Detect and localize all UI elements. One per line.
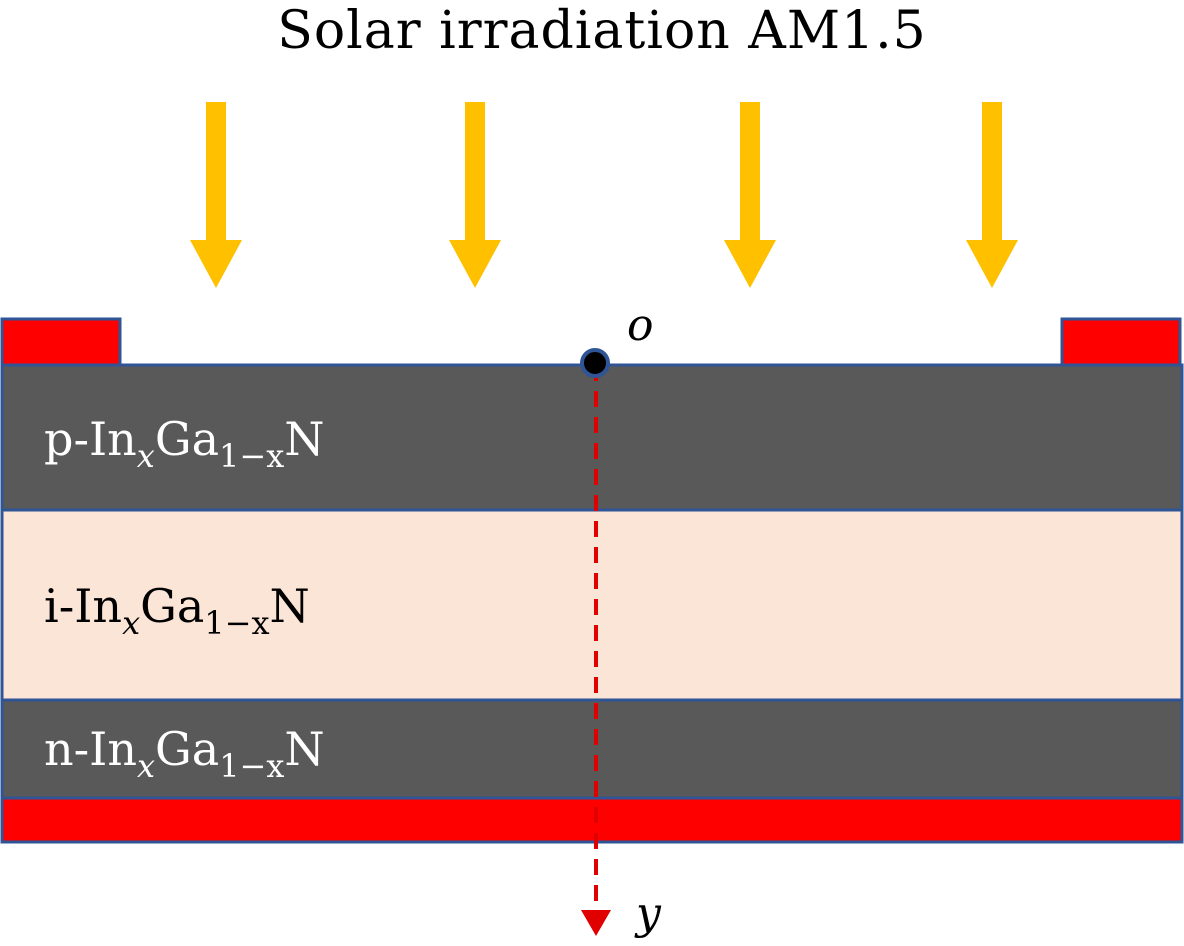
n-layer-label: n-InxGa1−xN [44, 722, 325, 785]
i-layer-label: i-InxGa1−xN [44, 579, 310, 642]
n-layer [0, 698, 1184, 800]
y-axis-label: y [634, 888, 662, 939]
p-layer-label: p-InxGa1−xN [44, 412, 324, 475]
irradiation-arrows [190, 102, 1018, 288]
p-layer [0, 363, 1184, 512]
i-layer [0, 508, 1184, 702]
diagram-title: Solar irradiation AM1.5 [277, 1, 927, 61]
sun-ray-arrow-icon [724, 102, 776, 288]
sun-ray-arrow-icon [449, 102, 501, 288]
sun-ray-arrow-icon [190, 102, 242, 288]
top-contact-right [1060, 317, 1182, 367]
sun-ray-arrow-icon [966, 102, 1018, 288]
bottom-contact [0, 796, 1184, 844]
y-axis-arrow-icon [581, 910, 611, 936]
origin-point [580, 348, 610, 378]
top-contact-left [0, 317, 122, 367]
origin-label: o [627, 300, 654, 351]
